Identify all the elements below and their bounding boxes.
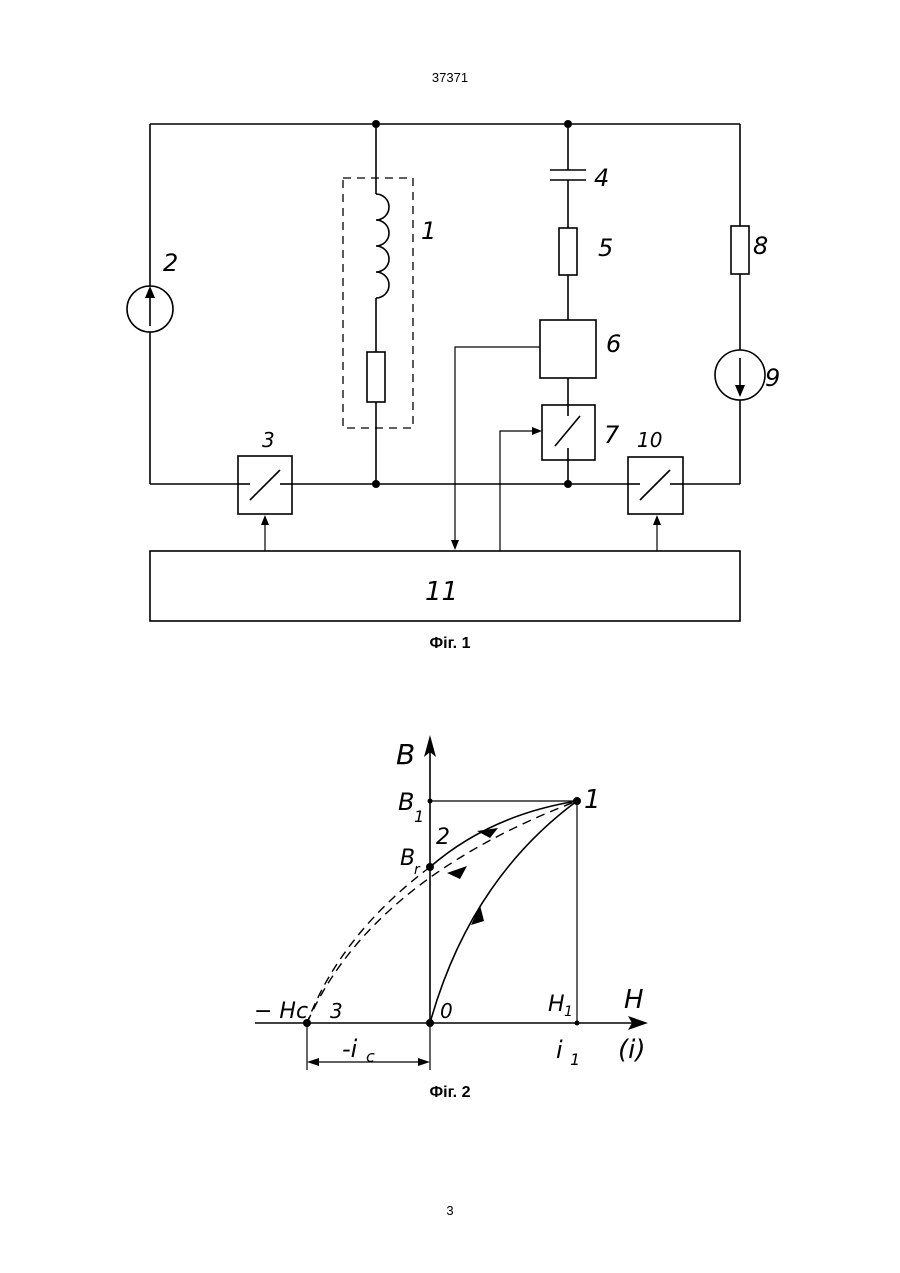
- label-br: B: [400, 846, 415, 871]
- label-i1-sub: 1: [570, 1050, 580, 1069]
- label-h1-sub: 1: [564, 1004, 573, 1020]
- axis-labels: B H (i) B 1 B r H 1 i 1 − Hc -i c 0 1 2 …: [254, 738, 646, 1069]
- label-point-2: 2: [436, 825, 450, 850]
- label-b1: B: [398, 788, 414, 816]
- label-point-3: 3: [330, 999, 343, 1023]
- label-point-1: 1: [584, 785, 601, 815]
- label-i1: i: [556, 1036, 563, 1064]
- figure-2-bh-curve: B H (i) B 1 B r H 1 i 1 − Hc -i c 0 1 2 …: [0, 0, 900, 1110]
- page-footer-number: 3: [0, 1203, 900, 1218]
- figure-2-caption: Фіг. 2: [430, 1084, 471, 1101]
- axes: [255, 735, 648, 1030]
- label-axis-h: H: [624, 985, 644, 1015]
- label-axis-b: B: [396, 738, 415, 771]
- label-br-sub: r: [414, 862, 421, 878]
- label-h1: H: [548, 992, 565, 1017]
- label-axis-h-alt: (i): [618, 1035, 646, 1065]
- label-minus-hc: − Hc: [254, 999, 308, 1024]
- label-point-0: 0: [440, 999, 453, 1023]
- label-minus-ic: -i: [342, 1035, 358, 1063]
- label-minus-ic-sub: c: [366, 1047, 375, 1066]
- label-b1-sub: 1: [414, 807, 424, 826]
